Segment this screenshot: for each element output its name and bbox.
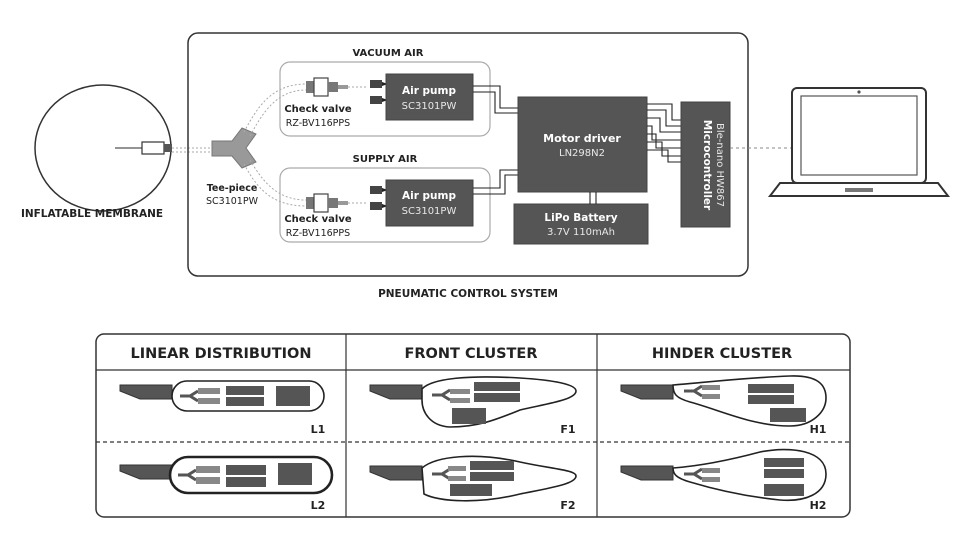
motor-driver-label: Motor driver (543, 132, 621, 145)
supply-check-valve-model: RZ-BV116PPS (286, 228, 350, 239)
vacuum-pump-model: SC3101PW (402, 101, 457, 112)
pump-to-driver-wires (473, 85, 518, 195)
tee-piece-label: Tee-piece (207, 183, 258, 194)
laptop-icon (767, 87, 951, 197)
vacuum-group-box (279, 61, 491, 137)
microcontroller (680, 101, 731, 228)
membrane-connector (141, 141, 165, 155)
column-header-linear: LINEAR DISTRIBUTION (130, 346, 311, 362)
layout-l2-drawing (119, 455, 334, 495)
supply-pump-model: SC3101PW (402, 206, 457, 217)
layout-f2-drawing (369, 455, 577, 502)
layout-tag-f1: F1 (560, 423, 575, 436)
tee-piece (211, 127, 257, 169)
vacuum-pump-label: Air pump (402, 85, 456, 97)
tube-tee-to-vacuum (243, 83, 307, 133)
pneumatic-system-frame (187, 32, 749, 277)
supply-check-valve-label: Check valve (284, 214, 352, 225)
motor-driver-model: LN298N2 (559, 148, 605, 159)
vacuum-check-valve-label: Check valve (284, 104, 352, 115)
driver-to-mcu-wires (647, 103, 681, 163)
layout-h1-drawing (620, 375, 827, 427)
supply-pump-label: Air pump (402, 190, 456, 202)
supply-air-pump (385, 179, 474, 227)
system-caption: PNEUMATIC CONTROL SYSTEM (378, 288, 558, 300)
vacuum-section-label: VACUUM AIR (353, 48, 424, 59)
layout-tag-h2: H2 (810, 499, 827, 512)
battery-label: LiPo Battery (544, 212, 617, 224)
motor-driver (517, 96, 648, 193)
tee-piece-model: SC3101PW (206, 196, 259, 207)
battery-spec: 3.7V 110mAh (547, 227, 615, 238)
vacuum-check-valve-icon (306, 77, 348, 97)
column-header-front: FRONT CLUSTER (404, 346, 537, 362)
supply-check-valve-icon (306, 193, 348, 213)
membrane-label: INFLATABLE MEMBRANE (21, 208, 163, 220)
layout-l1-drawing (119, 380, 325, 412)
tube-tee-to-supply (243, 163, 307, 207)
layout-f1-drawing (369, 376, 577, 428)
vacuum-air-pump (385, 73, 474, 121)
tube-tee-to-supply-2 (249, 159, 307, 201)
microcontroller-label: Microcontroller (701, 120, 713, 211)
battery-to-driver-wires (589, 192, 597, 204)
vacuum-pump-ports (370, 80, 388, 104)
layout-tag-f2: F2 (560, 499, 575, 512)
supply-group-box (279, 167, 491, 243)
vacuum-check-valve-model: RZ-BV116PPS (286, 118, 350, 129)
supply-section-label: SUPPLY AIR (353, 154, 418, 165)
layout-tag-l1: L1 (311, 423, 326, 436)
supply-pump-ports (370, 186, 388, 210)
tube-tee-to-vacuum-2 (249, 89, 307, 137)
membrane-connector-tip (164, 144, 172, 152)
layout-tag-l2: L2 (311, 499, 326, 512)
layout-table-frame (95, 333, 851, 518)
lipo-battery (513, 203, 649, 245)
column-header-hinder: HINDER CLUSTER (652, 346, 792, 362)
layout-tag-h1: H1 (810, 423, 827, 436)
microcontroller-model: Ble-nano HW867 (714, 123, 725, 207)
layout-h2-drawing (620, 448, 827, 502)
